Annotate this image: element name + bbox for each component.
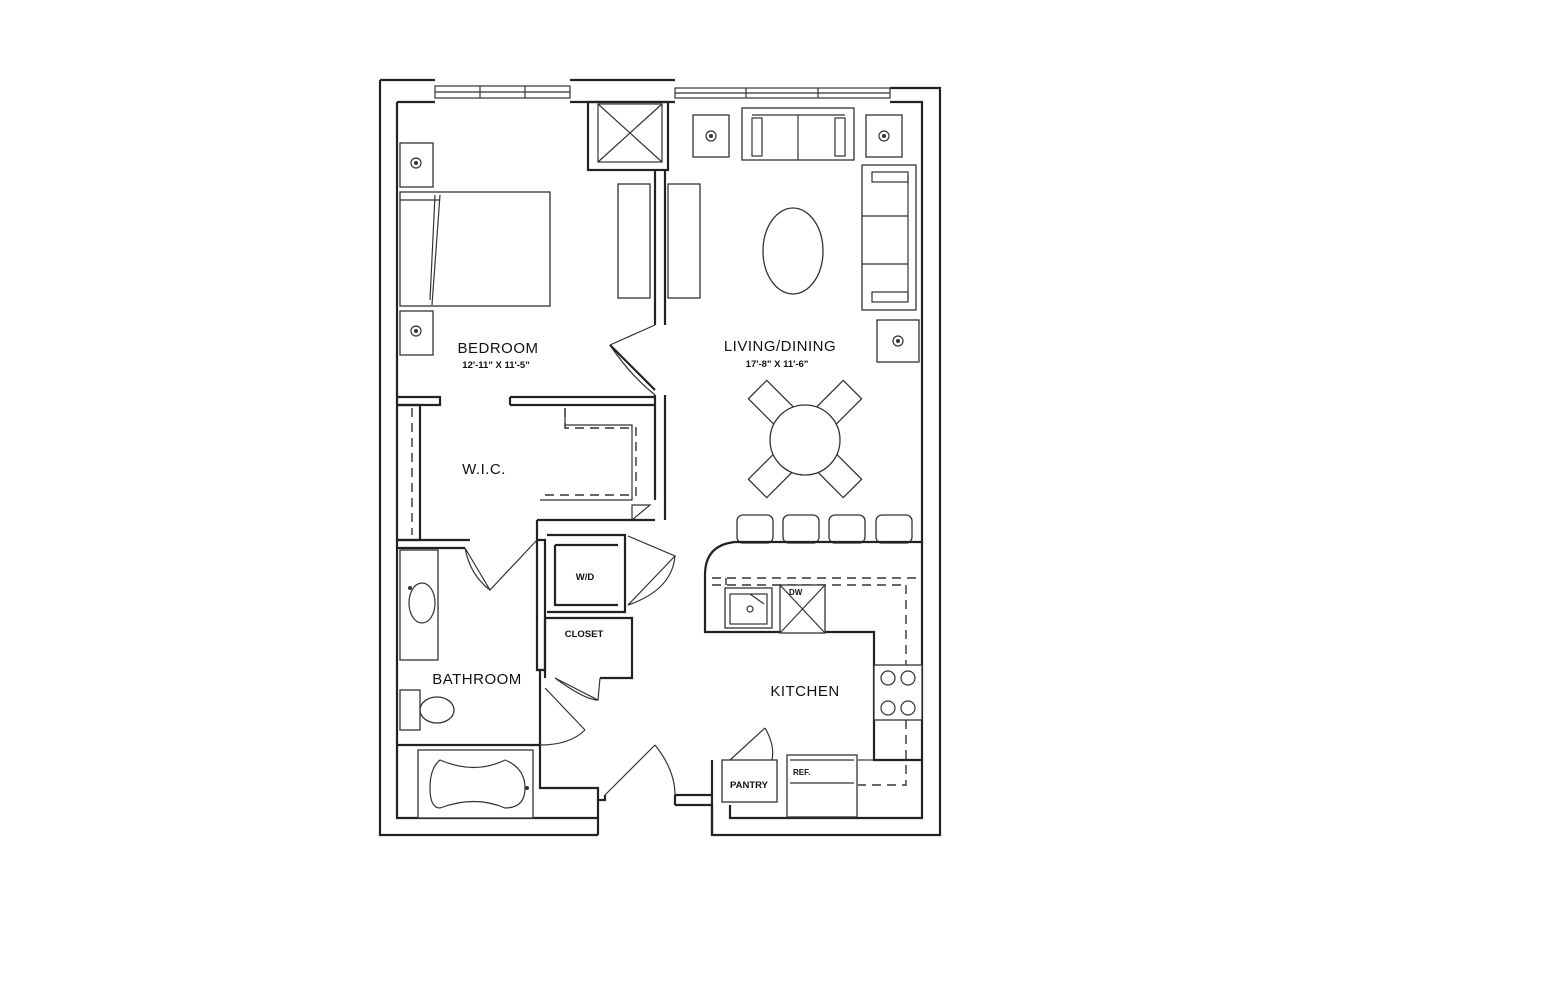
pantry (721, 759, 778, 803)
kitchen-sink (724, 587, 773, 629)
closet-label: CLOSET (565, 629, 604, 640)
toilet-tank (399, 689, 421, 731)
interior-walls (397, 170, 667, 800)
pantry-label: PANTRY (730, 780, 769, 791)
bathtub (417, 749, 534, 819)
washer-dryer-label: W/D (576, 572, 595, 583)
refrigerator (786, 754, 858, 818)
coffee-table (762, 207, 824, 295)
dishwasher-label: DW (789, 588, 803, 597)
bedroom-label: BEDROOM (457, 340, 538, 357)
kitchen-cabinets (703, 540, 923, 818)
mechanical-shaft (586, 100, 670, 172)
windows (434, 85, 891, 99)
nightstand (399, 142, 434, 188)
bathroom-label: BATHROOM (432, 671, 522, 688)
refrigerator-label: REF. (793, 768, 810, 777)
dresser (617, 183, 651, 299)
room-labels: BEDROOM 12'-11" X 11'-5" LIVING/DINING 1… (432, 338, 839, 791)
bathroom-fixtures (399, 549, 534, 819)
living-furniture (667, 107, 920, 544)
living-dining-label: LIVING/DINING (724, 338, 836, 355)
dining-set (747, 379, 863, 499)
wic-label: W.I.C. (462, 461, 506, 478)
vanity (399, 549, 439, 661)
doors (464, 324, 774, 796)
bed (399, 191, 551, 307)
dining-table (769, 404, 841, 476)
tv-console (667, 183, 701, 299)
bar-stools (736, 514, 913, 544)
toilet (419, 696, 455, 724)
bedroom-furniture (399, 142, 651, 356)
range (873, 664, 923, 721)
kitchen-label: KITCHEN (770, 683, 839, 700)
bedroom-dimensions: 12'-11" X 11'-5" (462, 360, 529, 371)
nightstand (399, 310, 434, 356)
wic-shelving (411, 408, 637, 535)
living-dining-dimensions: 17'-8" X 11'-6" (746, 359, 809, 370)
sofa (861, 164, 917, 311)
